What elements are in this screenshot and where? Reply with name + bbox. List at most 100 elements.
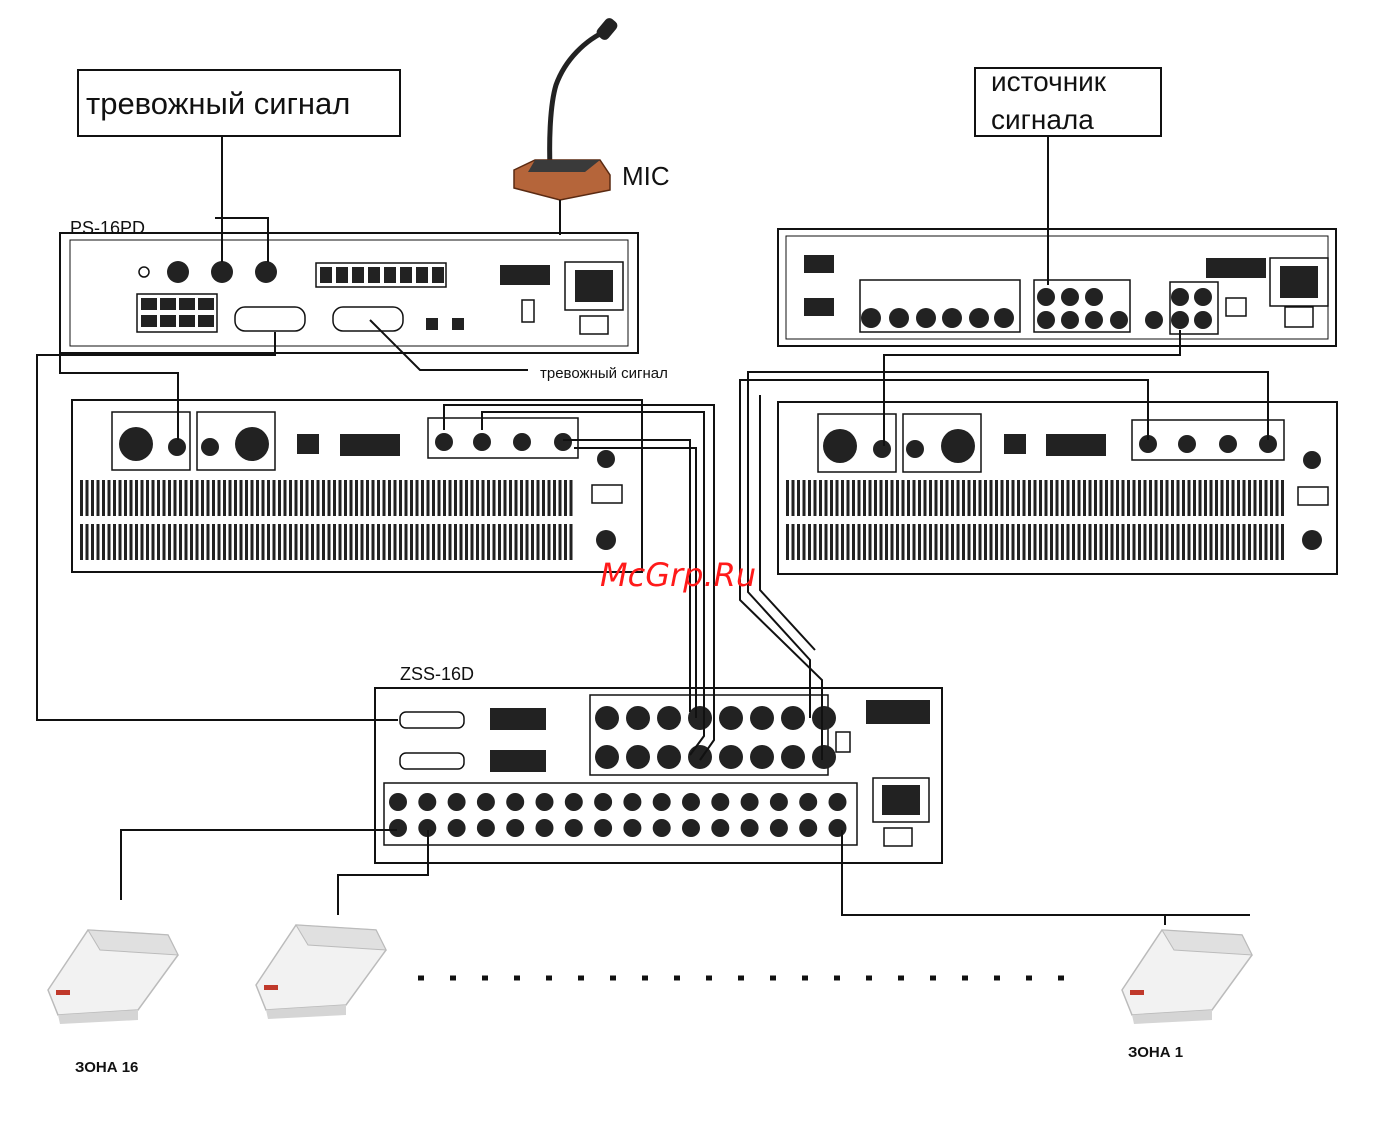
vent-slot	[995, 524, 998, 560]
vent-slot	[819, 480, 822, 516]
vent-slot	[808, 524, 811, 560]
vent-slot	[1050, 480, 1053, 516]
vent-slot	[1155, 480, 1158, 516]
vent-slot	[366, 524, 369, 560]
vent-slot	[328, 524, 331, 560]
input-jack-icon	[595, 706, 619, 730]
vent-slot	[498, 524, 501, 560]
vent-slot	[1017, 524, 1020, 560]
vent-slot	[344, 480, 347, 516]
vent-slot	[1166, 480, 1169, 516]
output-jack-icon	[506, 793, 524, 811]
vent-slot	[388, 524, 391, 560]
vent-slot	[267, 524, 270, 560]
output-jack-icon	[565, 819, 583, 837]
output-jack-icon	[799, 793, 817, 811]
vent-slot	[487, 480, 490, 516]
vent-slot	[863, 524, 866, 560]
vent-slot	[465, 480, 468, 516]
vent-slot	[1034, 480, 1037, 516]
output-jack-icon	[682, 793, 700, 811]
vent-slot	[929, 524, 932, 560]
vent-slot	[179, 524, 182, 560]
vent-slot	[935, 524, 938, 560]
vent-slot	[797, 480, 800, 516]
vent-slot	[498, 480, 501, 516]
vent-slot	[416, 524, 419, 560]
vent-slot	[322, 524, 325, 560]
vent-slot	[157, 480, 160, 516]
vent-slot	[1177, 524, 1180, 560]
vent-slot	[1006, 524, 1009, 560]
vent-slot	[399, 480, 402, 516]
amplifier-left	[72, 400, 642, 572]
vent-slot	[531, 524, 534, 560]
vent-slot	[102, 480, 105, 516]
vent-slot	[91, 480, 94, 516]
vent-slot	[814, 480, 817, 516]
vent-slot	[858, 480, 861, 516]
vent-slot	[119, 524, 122, 560]
vent-slot	[1072, 480, 1075, 516]
vent-slot	[907, 524, 910, 560]
vent-slot	[1248, 524, 1251, 560]
vent-slot	[289, 480, 292, 516]
vent-slot	[803, 480, 806, 516]
vent-slot	[542, 524, 545, 560]
vent-slot	[207, 524, 210, 560]
vent-slot	[355, 480, 358, 516]
vent-slot	[542, 480, 545, 516]
vent-slot	[1050, 524, 1053, 560]
vent-slot	[1061, 524, 1064, 560]
vent-slot	[973, 524, 976, 560]
vent-slot	[537, 524, 540, 560]
source-unit	[778, 229, 1336, 346]
vent-slot	[1243, 480, 1246, 516]
vent-slot	[946, 524, 949, 560]
input-jack-icon	[750, 706, 774, 730]
vent-slot	[1270, 480, 1273, 516]
input-jack-icon	[626, 745, 650, 769]
vent-slot	[885, 524, 888, 560]
vent-slot	[1259, 524, 1262, 560]
vent-slot	[1045, 524, 1048, 560]
vent-slot	[935, 480, 938, 516]
vent-slot	[256, 524, 259, 560]
vent-slot	[1100, 480, 1103, 516]
vent-slot	[984, 524, 987, 560]
vent-slot	[951, 524, 954, 560]
vent-slot	[1215, 480, 1218, 516]
vent-slot	[427, 524, 430, 560]
vent-slot	[135, 524, 138, 560]
vent-slot	[394, 524, 397, 560]
output-jack-icon	[623, 819, 641, 837]
vent-slot	[874, 524, 877, 560]
vent-slot	[504, 480, 507, 516]
vent-slot	[86, 480, 89, 516]
vent-slot	[1067, 524, 1070, 560]
vent-slot	[1182, 524, 1185, 560]
vent-slot	[1210, 480, 1213, 516]
vent-slot	[102, 524, 105, 560]
vent-slot	[1083, 480, 1086, 516]
vent-slot	[1078, 480, 1081, 516]
vent-slot	[229, 480, 232, 516]
vent-slot	[984, 480, 987, 516]
vent-slot	[1122, 480, 1125, 516]
vent-slot	[1254, 480, 1257, 516]
vent-slot	[1078, 524, 1081, 560]
vent-slot	[333, 480, 336, 516]
vent-slot	[1144, 480, 1147, 516]
vent-slot	[509, 524, 512, 560]
vent-slot	[990, 524, 993, 560]
vent-slot	[201, 524, 204, 560]
vent-slot	[825, 480, 828, 516]
output-jack-icon	[653, 819, 671, 837]
vent-slot	[570, 524, 573, 560]
vent-slot	[559, 480, 562, 516]
vent-slot	[460, 480, 463, 516]
vent-slot	[902, 524, 905, 560]
vent-slot	[256, 480, 259, 516]
vent-slot	[410, 524, 413, 560]
vent-slot	[786, 524, 789, 560]
